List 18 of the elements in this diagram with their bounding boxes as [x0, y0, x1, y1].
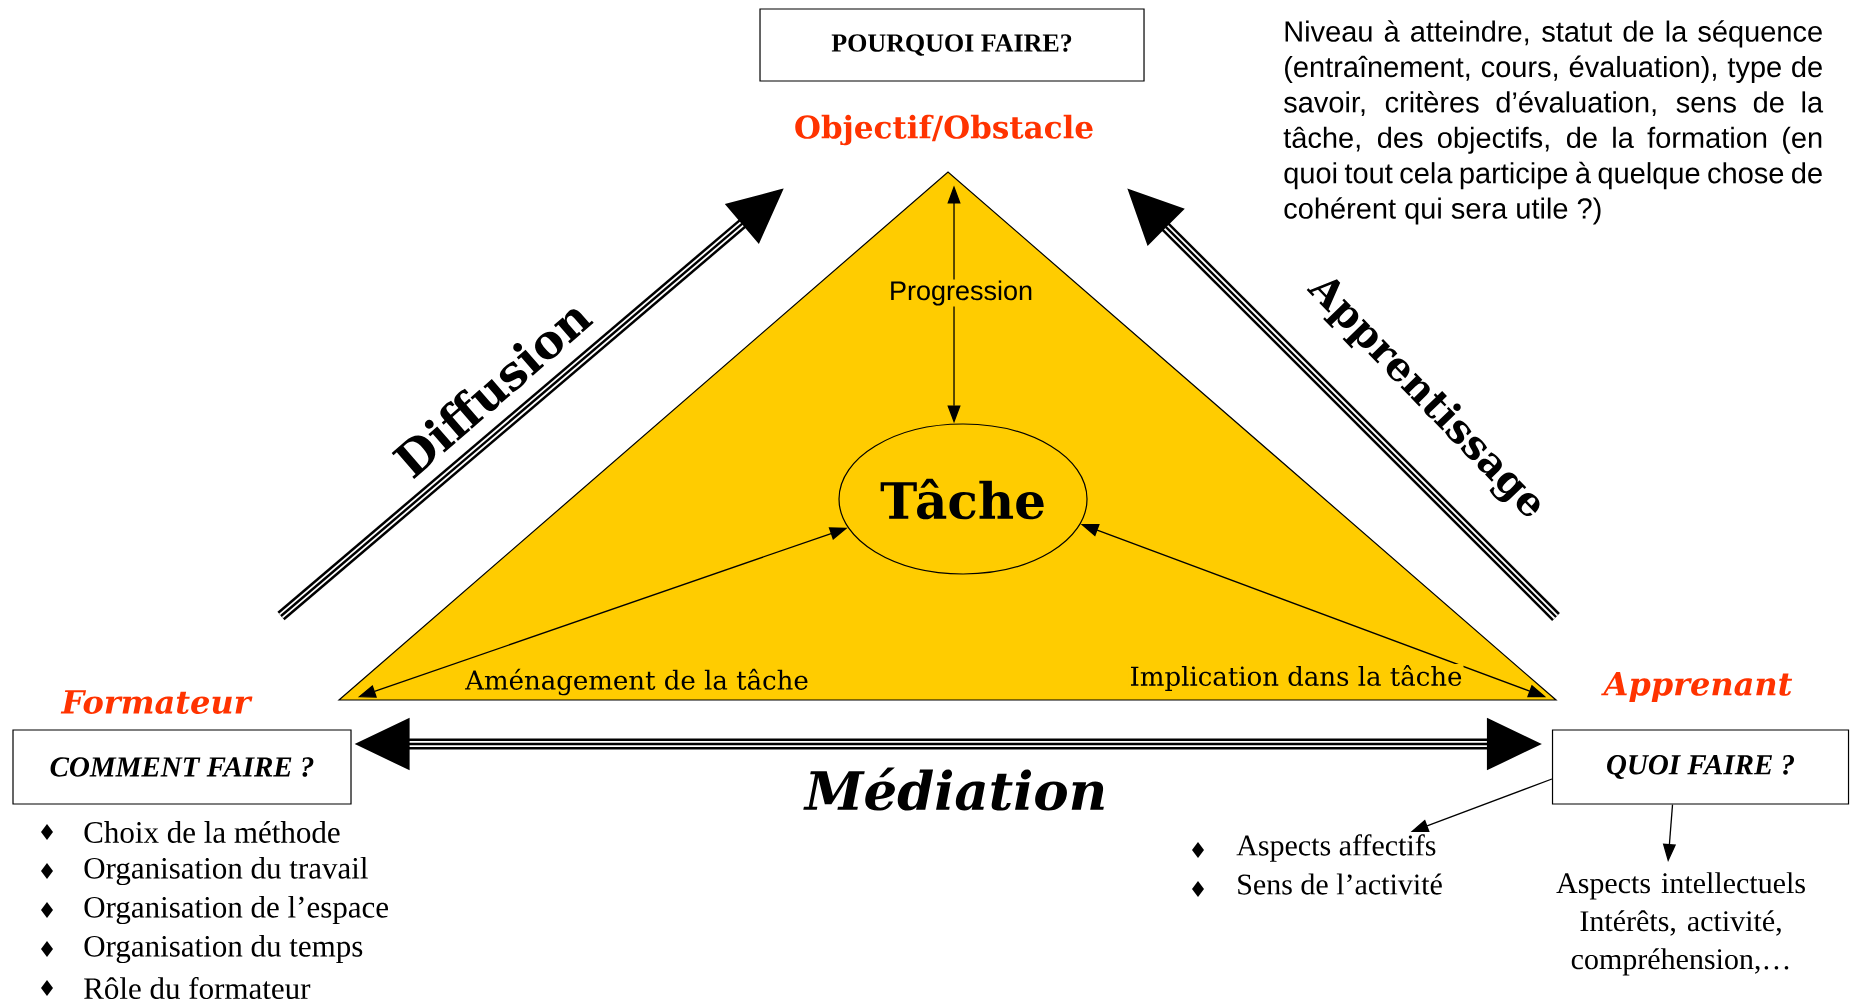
- question-box: QUOI FAIRE ?: [1551, 729, 1850, 805]
- list-item: Rôle du formateur: [84, 976, 311, 1000]
- list-item: Choix de la méthode: [84, 821, 340, 843]
- list-item: Organisation du travail: [84, 856, 368, 886]
- edge-label: Progression: [888, 279, 1035, 307]
- list-item: Organisation du temps: [84, 934, 363, 964]
- note-text: Aspects intellectuels Intérêts, activité, compréhension,…: [1556, 872, 1805, 976]
- edge-label: Médiation: [803, 767, 1104, 811]
- question-box: COMMENT FAIRE ?: [12, 729, 352, 805]
- list-item: Organisation de l’espace: [84, 895, 388, 925]
- vertex-label: Formateur: [60, 690, 253, 714]
- edge-label: Implication dans la tâche: [1128, 663, 1464, 693]
- heading-box: POURQUOI FAIRE?: [759, 8, 1145, 82]
- vertex-label: Apprenant: [1601, 672, 1793, 702]
- bullet-list: Aspects affectifs Sens de l’activité: [1236, 834, 1442, 895]
- vertex-label: Objectif/Obstacle: [795, 114, 1093, 146]
- edge-label: Aménagement de la tâche: [464, 667, 810, 697]
- paragraph: Niveau à atteindre, statut de la séquence (entraînement, cours, évaluation), type de savoir, critères d’évaluation, sens de la tâche, des objectifs, de la formation (en quoi tout cela participe à quelque chose de cohérent qui sera utile ?): [1283, 20, 1824, 225]
